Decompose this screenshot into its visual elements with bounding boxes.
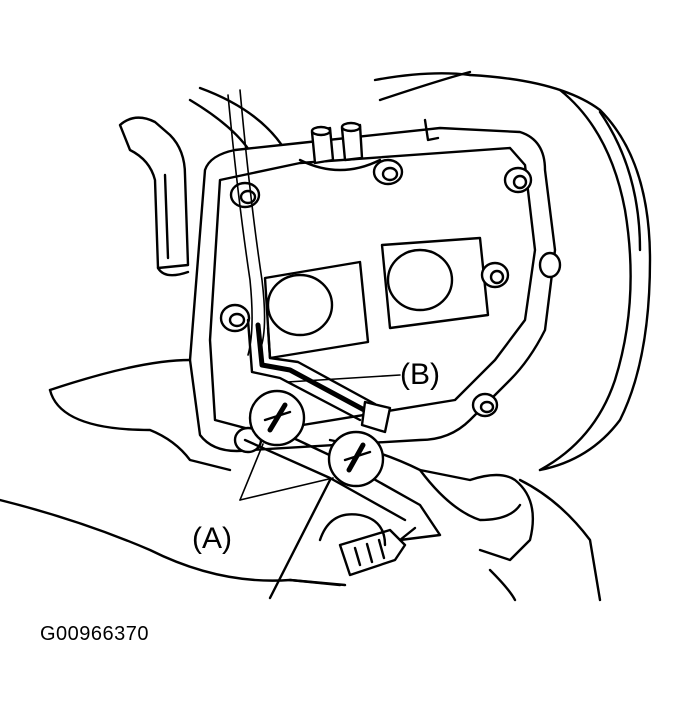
- valve-cover: [188, 118, 562, 454]
- callout-label-a: (A): [192, 522, 232, 555]
- cover-bolt: [229, 181, 261, 209]
- engine-block: [188, 70, 652, 472]
- circled-clip-a1: [248, 389, 306, 447]
- cover-bolt: [372, 158, 404, 186]
- cover-bolt: [480, 261, 510, 289]
- coolant-hose: [118, 116, 190, 277]
- chassis-outline: [0, 358, 602, 602]
- cover-bolt: [503, 166, 533, 194]
- cover-bolt: [219, 303, 251, 333]
- cover-bolt: [471, 392, 499, 418]
- wiring-harness-b: [227, 89, 392, 434]
- figure-code: G00966370: [40, 623, 150, 645]
- circled-clip-a2: [327, 430, 385, 488]
- leader-lines: [239, 374, 401, 501]
- callout-label-b: (B): [400, 358, 440, 391]
